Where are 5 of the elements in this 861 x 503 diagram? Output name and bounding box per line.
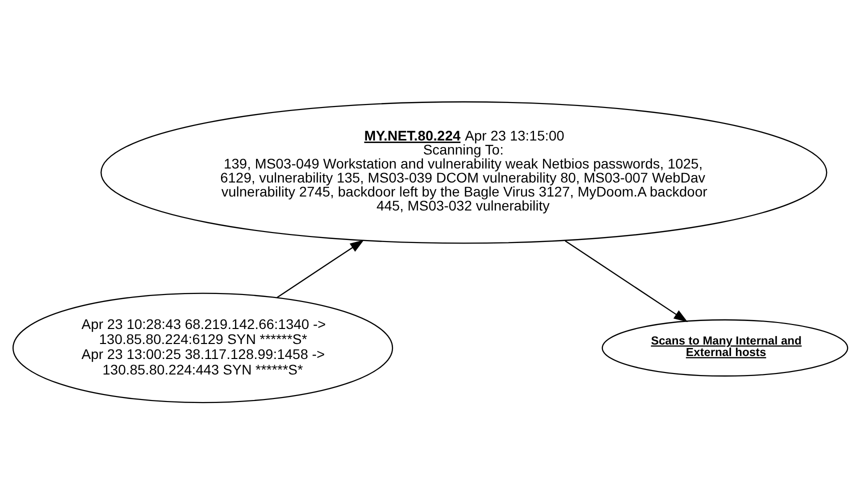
node-ellipse: MY.NET.80.224 Apr 23 13:15:00 Scanning To: 139, MS03-049 Workstation and vulnerability weak Netbios passwords, 1025, 6129, vulnerability 135, MS03-039 DCOM vulnerability 80, MS03-007 WebDav vulnerability 2745, backdoor left by the Bagle Virus 3127, MyDoom.A backdoor 445, MS03-032 vulnerability <box>100 100 828 244</box>
arrow <box>276 239 364 298</box>
node-ellipse: Scans to Many Internal and External hosts <box>602 318 848 376</box>
node-ellipse: Apr 23 10:28:43 68.219.142.66:1340 -> 130.85.80.224:6129 SYN ******S* Apr 23 13:00:25 38.117.128.99:1458 -> 130.85.80.224:443 SYN ******S* <box>12 292 394 403</box>
arrow <box>564 240 688 322</box>
